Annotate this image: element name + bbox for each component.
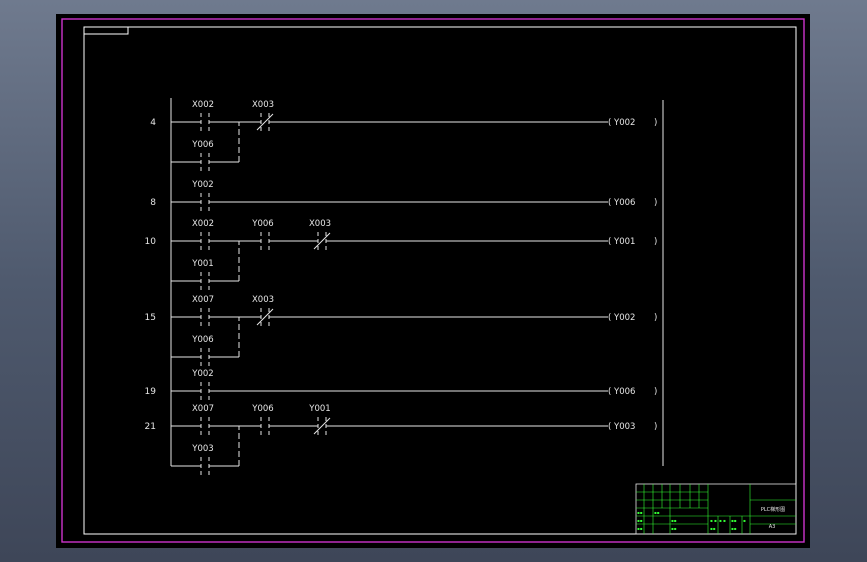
frame-tag-box <box>84 27 129 35</box>
rung-5-number: 19 <box>145 387 157 397</box>
rung-1-coil-close: ) <box>654 118 657 128</box>
drawing-name: PLC梯形图 <box>761 506 785 513</box>
rung-1-coil-label: Y002 <box>613 118 635 128</box>
rung-4-number: 15 <box>145 313 156 323</box>
sheet-size: A3 <box>769 524 776 530</box>
svg-text:▪▪: ▪▪ <box>654 510 660 515</box>
rung-4-contact-a-label: X007 <box>192 295 214 305</box>
svg-text:▪▪: ▪▪ <box>671 526 677 531</box>
rung-1-contact-a-label: X002 <box>192 100 214 110</box>
rung-6-number: 21 <box>145 422 156 432</box>
rung-6-contact-a-label: X007 <box>192 404 214 414</box>
rung-2-coil-label: Y006 <box>613 198 635 208</box>
rung-1-number: 4 <box>150 118 156 128</box>
rung-6-contact-c-label: Y001 <box>308 404 330 414</box>
rung-4-coil-label: Y002 <box>613 313 635 323</box>
rung-3-contact-b-label: Y006 <box>251 219 273 229</box>
svg-text:▪ ▪: ▪ ▪ <box>710 518 717 523</box>
rung-4-coil-close: ) <box>654 313 657 323</box>
rung-6-coil-open: ( <box>608 422 611 432</box>
rung-2-coil-close: ) <box>654 198 657 208</box>
rung-3-coil-label: Y001 <box>613 237 635 247</box>
svg-text:▪▪: ▪▪ <box>671 518 677 523</box>
rung-1-coil-open: ( <box>608 118 611 128</box>
outer-frame <box>61 18 805 543</box>
rung-6-coil-close: ) <box>654 422 657 432</box>
rung-1-contact-b-nc-slash <box>256 113 274 131</box>
rung-5-coil-label: Y006 <box>613 387 635 397</box>
rung-6-contact-b-label: Y006 <box>251 404 273 414</box>
rung-3-branch-contact-label: Y001 <box>191 259 213 269</box>
rung-6-branch-contact-label: Y003 <box>191 444 213 454</box>
rung-5-coil-close: ) <box>654 387 657 397</box>
inner-frame <box>83 26 797 535</box>
svg-text:▪▪: ▪▪ <box>637 526 643 531</box>
rung-4-contact-b-nc-slash <box>256 308 274 326</box>
rung-2-contact-a-label: Y002 <box>191 180 213 190</box>
rung-3-contact-c-label: X003 <box>309 219 331 229</box>
rung-2-coil-open: ( <box>608 198 611 208</box>
svg-text:▪▪: ▪▪ <box>731 526 737 531</box>
svg-text:▪ ▪: ▪ ▪ <box>719 518 726 523</box>
svg-text:▪: ▪ <box>743 518 746 523</box>
rung-3-coil-open: ( <box>608 237 611 247</box>
rung-5-coil-open: ( <box>608 387 611 397</box>
title-block-grid <box>636 484 796 534</box>
rung-5-contact-a-label: Y002 <box>191 369 213 379</box>
svg-text:▪▪: ▪▪ <box>637 518 643 523</box>
rung-3-coil-close: ) <box>654 237 657 247</box>
rung-1-branch-contact-label: Y006 <box>191 140 213 150</box>
rung-4-contact-b-label: X003 <box>252 295 274 305</box>
title-block: ▪▪▪▪ ▪▪▪▪ ▪▪▪▪ ▪ ▪▪ ▪ ▪▪▪ ▪▪▪▪ PLC梯形图 A3 <box>635 483 797 535</box>
svg-text:▪▪: ▪▪ <box>637 510 643 515</box>
rung-1-contact-b-label: X003 <box>252 100 274 110</box>
svg-text:▪▪: ▪▪ <box>710 526 716 531</box>
rung-3-contact-c-nc-slash <box>313 232 331 250</box>
rung-2-number: 8 <box>150 198 156 208</box>
svg-text:▪▪: ▪▪ <box>731 518 737 523</box>
rung-4-coil-open: ( <box>608 313 611 323</box>
rung-6-contact-c-nc-slash <box>313 417 331 435</box>
title-block-glyphs: ▪▪▪▪ ▪▪▪▪ ▪▪▪▪ ▪ ▪▪ ▪ ▪▪▪ ▪▪▪▪ <box>637 510 746 531</box>
rung-6-coil-label: Y003 <box>613 422 635 432</box>
rung-4-branch-contact-label: Y006 <box>191 335 213 345</box>
rung-3-number: 10 <box>145 237 157 247</box>
rung-3-contact-a-label: X002 <box>192 219 214 229</box>
